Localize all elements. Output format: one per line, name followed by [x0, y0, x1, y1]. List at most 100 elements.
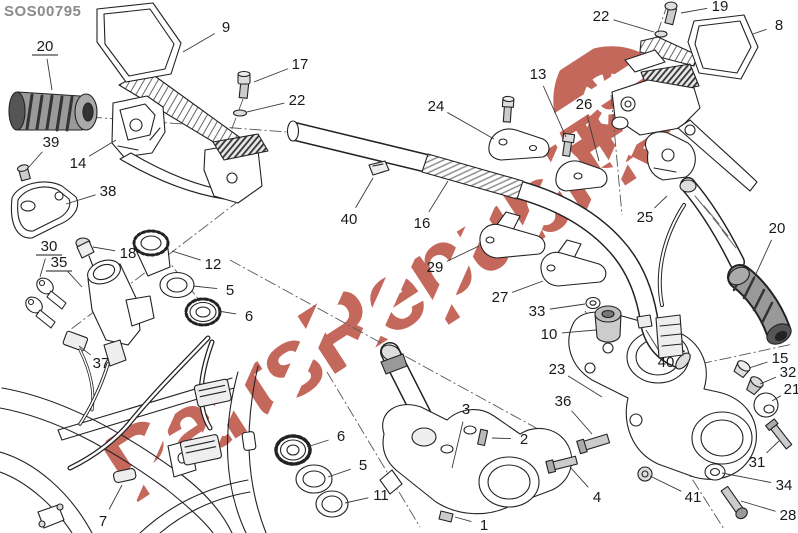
plug-part-7	[112, 468, 137, 484]
leader-line-39	[27, 151, 43, 169]
handlebar-knurl	[421, 153, 524, 200]
wiring-harness	[62, 330, 232, 484]
leader-line-15	[748, 361, 768, 369]
bolt-part-39	[17, 164, 31, 182]
lock-body	[78, 259, 155, 426]
leader-line-11	[344, 497, 369, 504]
part-callout-37: 37	[93, 355, 110, 372]
part-callout-22: 22	[289, 92, 306, 109]
part-callout-31: 31	[749, 454, 766, 471]
leader-line-21	[771, 395, 782, 402]
part-callout-24: 24	[428, 98, 445, 115]
part-callout-27: 27	[492, 289, 509, 306]
washer-part-22a	[232, 109, 248, 117]
leader-line-40	[355, 177, 374, 209]
part-callout-15: 15	[772, 350, 789, 367]
leader-line-27	[512, 280, 544, 293]
washer-part-5a	[159, 271, 195, 299]
leader-line-3	[451, 421, 464, 469]
leader-line-24	[447, 112, 495, 140]
washer-part-34	[704, 463, 726, 481]
keys-part-30-35	[25, 277, 67, 329]
clamp-lower-part-29	[479, 211, 546, 259]
axis-line-5	[326, 371, 421, 528]
part-callout-7: 7	[99, 513, 107, 530]
cone-part-32	[746, 376, 764, 396]
pin-part-2	[477, 428, 489, 447]
clamp-upper-part-26	[555, 160, 608, 192]
leader-line-6	[217, 310, 237, 315]
leader-line-31	[766, 440, 780, 454]
leader-line-36	[571, 410, 593, 435]
part-callout-4: 4	[593, 489, 601, 506]
leader-line-18	[92, 246, 116, 252]
part-callout-17: 17	[292, 56, 309, 73]
leader-line-28	[740, 500, 776, 512]
leader-line-2	[491, 437, 512, 440]
part-callout-22: 22	[593, 8, 610, 25]
nut-part-41	[637, 466, 653, 482]
bolt-part-28	[720, 485, 748, 520]
leader-line-7	[108, 484, 123, 510]
leader-line-25	[654, 195, 668, 209]
leader-line-37	[78, 345, 91, 356]
leader-line-8	[752, 28, 767, 35]
part-callout-34: 34	[776, 477, 793, 494]
part-callout-6: 6	[337, 428, 345, 445]
leader-line-10	[561, 329, 597, 334]
part-callout-29: 29	[427, 259, 444, 276]
leader-line-23	[567, 375, 603, 398]
leader-line-22	[613, 19, 655, 33]
part-callout-6: 6	[245, 308, 253, 325]
part-callout-1: 1	[480, 517, 488, 533]
right-mirror-part-8	[639, 14, 759, 80]
leader-line-38	[65, 194, 96, 205]
part-callout-5: 5	[359, 457, 367, 474]
part-callout-2: 2	[520, 431, 528, 448]
frame-tubes	[0, 365, 267, 533]
leader-line-19	[680, 7, 708, 14]
part-callout-40: 40	[658, 354, 675, 371]
leader-line-22	[246, 102, 285, 113]
part-callout-16: 16	[414, 215, 431, 232]
clip-part-40b	[636, 314, 653, 329]
leader-line-26	[586, 116, 600, 162]
part-callout-20: 20	[769, 220, 786, 237]
washer-part-11	[315, 490, 349, 518]
part-callout-20: 20	[37, 38, 54, 55]
leader-line-1	[454, 516, 472, 522]
watermark-shield	[553, 46, 666, 168]
leader-line-41	[649, 475, 682, 492]
leader-line-16	[428, 180, 449, 213]
washer-part-22b	[654, 30, 668, 38]
clip-part-40a	[368, 160, 390, 176]
part-callout-14: 14	[70, 155, 87, 172]
clip-part-1	[438, 510, 454, 523]
part-callout-33: 33	[529, 303, 546, 320]
clamp-lower-part-27	[540, 239, 607, 287]
axis-line-1	[230, 98, 244, 132]
bottom-yoke	[379, 404, 573, 515]
throttle-switch-part-25	[644, 131, 745, 359]
part-callout-8: 8	[775, 17, 783, 34]
ball-end-part-21	[753, 392, 779, 418]
leader-line-6	[306, 439, 329, 448]
screw-part-31	[765, 418, 793, 450]
leader-line-5	[192, 285, 218, 290]
leader-line-9	[182, 33, 215, 53]
bolt-part-24	[501, 95, 515, 123]
leader-line-4	[569, 466, 589, 488]
connector-part-37	[62, 330, 89, 352]
part-callout-39: 39	[43, 134, 60, 151]
axis-line-6	[610, 94, 623, 216]
leader-line-40	[645, 329, 660, 352]
part-callout-12: 12	[205, 256, 222, 273]
leader-line-12	[171, 250, 201, 261]
ring-part-33	[585, 296, 601, 310]
part-callout-36: 36	[555, 393, 572, 410]
part-callout-11: 11	[373, 487, 389, 504]
axis-line-7	[699, 343, 794, 365]
diagram-code: SOS00795	[4, 3, 82, 20]
part-callout-30: 30	[41, 238, 58, 255]
